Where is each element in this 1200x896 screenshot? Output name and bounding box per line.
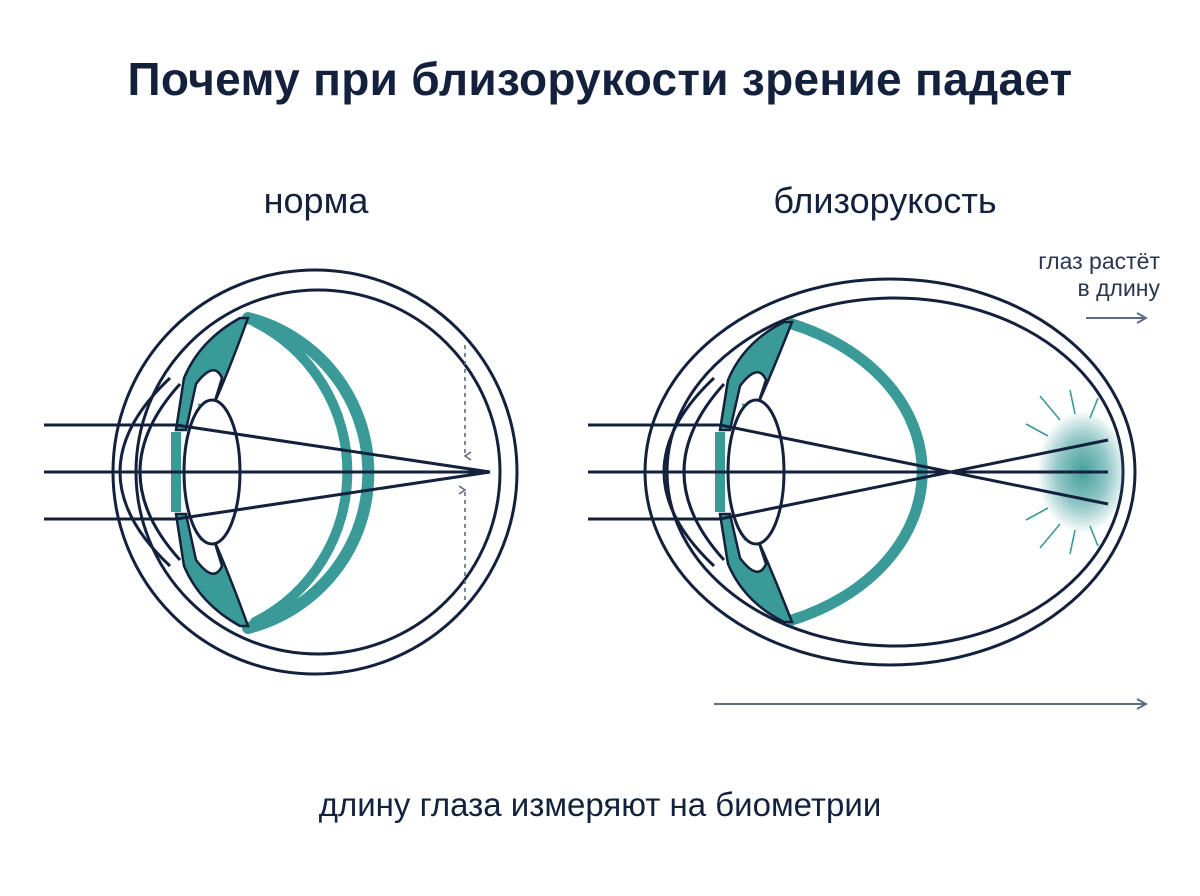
eye-growth-note: глаз растёт в длину [960, 248, 1160, 302]
eye-growth-note-line2: в длину [1077, 275, 1161, 301]
normal-eye-ciliary-bottom [174, 512, 250, 628]
normal-ray-bottom-refracted [175, 470, 491, 521]
myopic-eye-ciliary-top [718, 320, 794, 432]
myopic-eye [588, 277, 1137, 667]
normal-ray-top-refracted [175, 423, 491, 474]
eye-growth-note-line1: глаз растёт [1038, 248, 1160, 274]
myopic-ray-top-refracted [719, 423, 1109, 506]
myopic-blur-rays [1025, 389, 1099, 555]
normal-eye-ciliary-top [174, 316, 250, 432]
normal-eye [44, 268, 519, 676]
label-myopic-eye: близорукость [773, 180, 997, 221]
page-title: Почему при близорукости зрение падает [127, 53, 1073, 105]
label-normal-eye: норма [263, 180, 369, 221]
myopic-ray-bottom-refracted [719, 438, 1109, 521]
footer-caption: длину глаза измеряют на биометрии [318, 786, 882, 823]
myopic-eye-ciliary-bottom [718, 512, 794, 624]
